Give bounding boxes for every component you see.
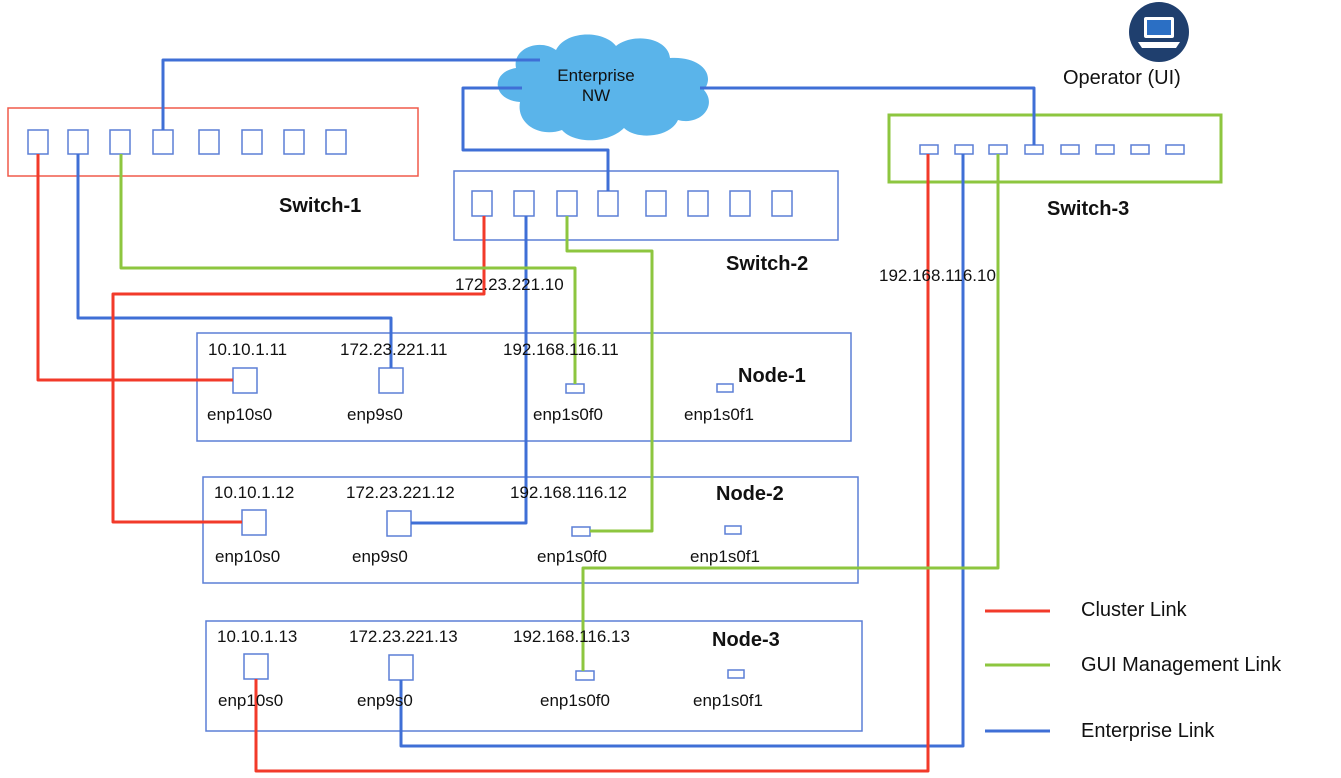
switch-1-frame (7, 107, 419, 177)
node-port (386, 510, 412, 537)
switch-3-frame (887, 113, 1223, 184)
node-3-ip-enterprise: 172.23.221.13 (349, 627, 458, 646)
switch-port (27, 129, 49, 155)
node-port (716, 383, 734, 393)
node-2-ip-enterprise: 172.23.221.12 (346, 483, 455, 502)
cluster-link (36, 154, 233, 382)
switch-port (1095, 144, 1115, 155)
node-port (232, 367, 258, 394)
switch-port (109, 129, 131, 155)
switch-port (325, 129, 347, 155)
node-2-frame (202, 476, 859, 584)
node-1-iface-enp1s0f1: enp1s0f1 (684, 405, 754, 424)
node-port (565, 383, 585, 394)
node-3-ip-cluster: 10.10.1.13 (217, 627, 298, 646)
switch-port (1060, 144, 1080, 155)
switch-1-ports (27, 129, 347, 155)
node-3-title: Node-3 (712, 629, 780, 651)
cluster-link (254, 154, 930, 773)
node-3-iface-enp1s0f0: enp1s0f0 (540, 691, 610, 710)
switch-port (954, 144, 974, 155)
switch-port (645, 190, 667, 217)
switch-2-ports (471, 190, 793, 217)
node-3-ip-gui: 192.168.116.13 (513, 627, 630, 646)
enterprise-link (76, 154, 393, 368)
switch-port (471, 190, 493, 217)
cluster-link (111, 216, 486, 524)
node-port (241, 509, 267, 536)
switch-port (152, 129, 174, 155)
switch-2-label: Switch-2 (726, 253, 809, 275)
switch-port (1024, 144, 1044, 155)
switch-3-ports (919, 144, 1185, 155)
node-port (575, 670, 595, 681)
switch-port (556, 190, 578, 217)
switch-port (988, 144, 1008, 155)
switch-port (241, 129, 263, 155)
cloud-label: Enterprise NW (548, 66, 644, 107)
switch-port (283, 129, 305, 155)
node-3-frame (205, 620, 863, 732)
node-1-iface-enp10s0: enp10s0 (207, 405, 273, 424)
switch-3-label: Switch-3 (1047, 198, 1130, 220)
legend-enterprise-label: Enterprise Link (1081, 720, 1215, 742)
node-2-iface-enp10s0: enp10s0 (215, 547, 281, 566)
switch-port (198, 129, 220, 155)
cloud-label-line1: Enterprise (557, 66, 635, 85)
cluster-links (36, 154, 930, 773)
node-3-iface-enp9s0: enp9s0 (357, 691, 413, 710)
enterprise-link (700, 86, 1036, 145)
laptop-icon (1129, 2, 1189, 62)
switch-2-frame (453, 170, 839, 241)
switch-3-ip: 192.168.116.10 (879, 266, 996, 285)
switch-port (597, 190, 619, 217)
switch-2-ip: 172.23.221.10 (455, 275, 564, 294)
node-port (727, 669, 745, 679)
node-1-ip-enterprise: 172.23.221.11 (340, 340, 448, 359)
node-2-iface-enp9s0: enp9s0 (352, 547, 408, 566)
legend-gui-label: GUI Management Link (1081, 654, 1282, 676)
switch-port (771, 190, 793, 217)
node-2-ip-cluster: 10.10.1.12 (214, 483, 295, 502)
switch-port (729, 190, 751, 217)
node-port (243, 653, 269, 680)
gui-link (119, 154, 577, 384)
node-2-title: Node-2 (716, 483, 784, 505)
node-port (571, 526, 591, 537)
operator-label: Operator (UI) (1063, 67, 1181, 89)
enterprise-cloud (497, 34, 709, 141)
cloud-label-line2: NW (581, 86, 611, 106)
switch-port (67, 129, 89, 155)
node-1-title: Node-1 (738, 365, 806, 387)
enterprise-link (461, 86, 610, 191)
node-port (378, 367, 404, 394)
node-port (724, 525, 742, 535)
switch-port (919, 144, 939, 155)
enterprise-links (76, 58, 1036, 748)
node-3-iface-enp10s0: enp10s0 (218, 691, 284, 710)
gui-link (581, 154, 1000, 671)
enterprise-link (411, 216, 528, 525)
node-2-iface-enp1s0f1: enp1s0f1 (690, 547, 760, 566)
node-1-ip-gui: 192.168.116.11 (503, 340, 619, 359)
gui-links (119, 154, 1000, 671)
gui-link (565, 216, 654, 533)
switch-port (1165, 144, 1185, 155)
legend-cluster-label: Cluster Link (1081, 599, 1187, 621)
node-1-frame (196, 332, 852, 442)
node-1-ip-cluster: 10.10.1.11 (208, 340, 288, 359)
enterprise-link (161, 58, 540, 130)
node-2-ip-gui: 192.168.116.12 (510, 483, 627, 502)
node-2-iface-enp1s0f0: enp1s0f0 (537, 547, 607, 566)
node-3-iface-enp1s0f1: enp1s0f1 (693, 691, 763, 710)
switch-1-label: Switch-1 (279, 195, 362, 217)
node-1-iface-enp1s0f0: enp1s0f0 (533, 405, 603, 424)
switch-port (1130, 144, 1150, 155)
enterprise-link (399, 154, 965, 748)
switch-port (513, 190, 535, 217)
node-1-iface-enp9s0: enp9s0 (347, 405, 403, 424)
switch-port (687, 190, 709, 217)
node-port (388, 654, 414, 681)
